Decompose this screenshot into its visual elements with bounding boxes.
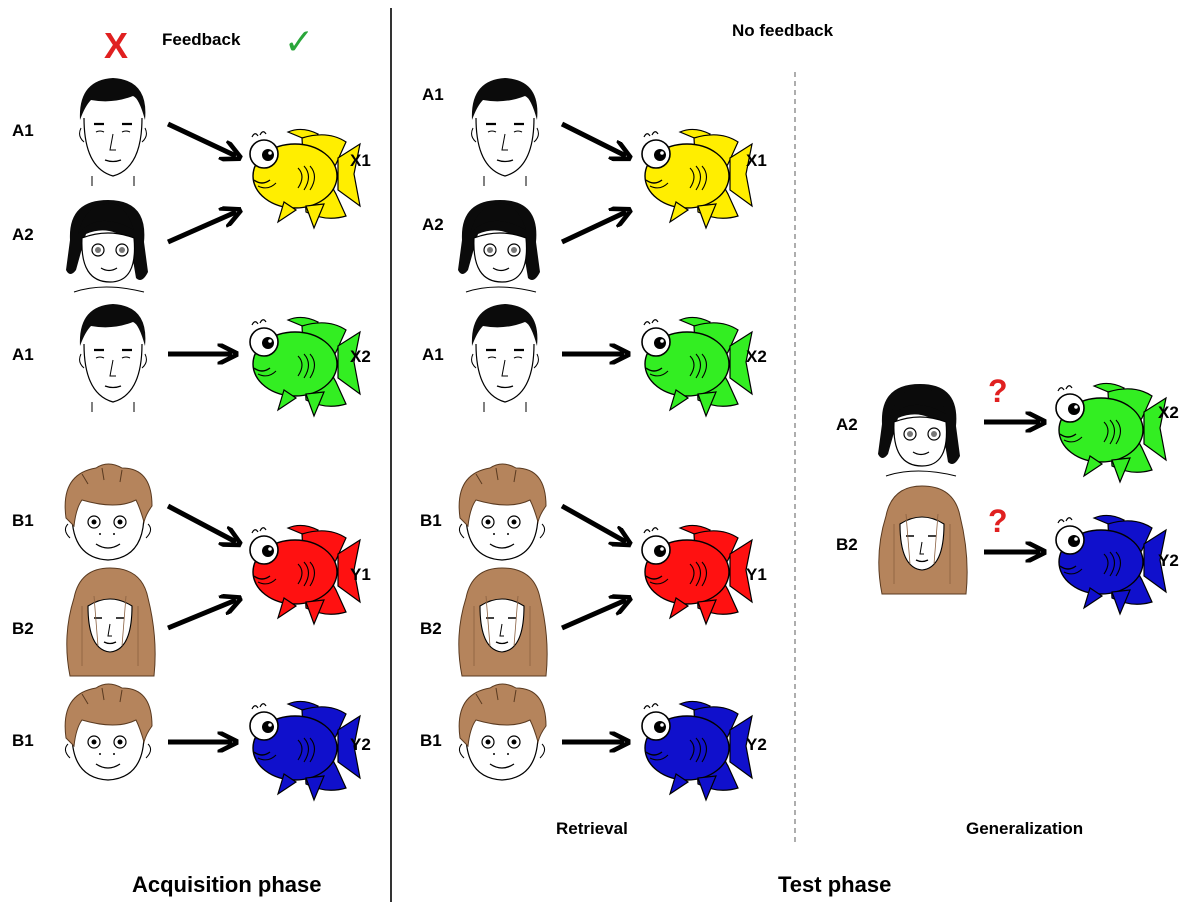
fish-label: X2 (350, 347, 371, 366)
association-arrow (560, 600, 626, 631)
fish-label: X1 (746, 151, 767, 170)
blue-fish-icon (249, 700, 361, 801)
face-label: A1 (12, 345, 34, 364)
man-face-icon (470, 76, 540, 188)
face-label: A2 (422, 215, 444, 234)
acq-row-a2: A2 (12, 199, 236, 293)
ret-row-a2: A2 (422, 199, 626, 293)
association-arrow (166, 121, 236, 156)
acq-row-b1-y2: B1 Y2 (12, 683, 371, 801)
green-fish-icon (641, 316, 753, 417)
man-face-icon (470, 302, 540, 414)
boy-face-icon (458, 463, 547, 561)
fish-label: X2 (746, 347, 767, 366)
blue-fish-icon (641, 700, 753, 801)
acquisition-phase-title: Acquisition phase (132, 872, 321, 897)
blue-fish-icon (1055, 514, 1167, 615)
ret-row-b1-y2: B1 Y2 (420, 683, 767, 801)
fish-label: Y2 (350, 735, 371, 754)
boy-face-icon (64, 683, 153, 781)
woman-face-icon (66, 567, 156, 677)
fish-label: X2 (1158, 403, 1179, 422)
acq-row-b2: B2 (12, 567, 236, 677)
red-fish-icon (249, 524, 361, 625)
fish-label: Y1 (746, 565, 767, 584)
boy-face-icon (458, 683, 547, 781)
check-mark-icon: ✓ (284, 22, 314, 63)
association-arrow (167, 600, 236, 631)
retrieval-panel: A1 X1 A2 A1 X2 B1 Y1 B2 (420, 76, 767, 838)
fish-label: Y2 (746, 735, 767, 754)
generalization-label: Generalization (966, 819, 1083, 838)
question-mark-icon: ? (988, 373, 1008, 409)
feedback-label: Feedback (162, 30, 241, 49)
ret-row-a1-x1: A1 X1 (422, 76, 767, 229)
no-feedback-label: No feedback (732, 21, 834, 40)
gen-row-b2-y2: B2 ? Y2 (836, 485, 1179, 615)
ret-row-b2: B2 (420, 567, 626, 677)
ret-row-a1-x2: A1 X2 (422, 302, 767, 417)
fish-label: Y1 (350, 565, 371, 584)
face-label: B1 (12, 731, 34, 750)
face-label: A1 (422, 345, 444, 364)
question-mark-icon: ? (988, 503, 1008, 539)
gen-row-a2-x2: A2 ? X2 (836, 373, 1179, 483)
association-arrow (166, 212, 236, 245)
test-phase-title: Test phase (778, 872, 891, 897)
green-fish-icon (249, 316, 361, 417)
red-fish-icon (641, 524, 753, 625)
girl-face-icon (457, 199, 541, 293)
ret-row-b1-y1: B1 Y1 (420, 463, 767, 625)
woman-face-icon (877, 485, 968, 595)
acq-row-b1-y1: B1 Y1 (12, 463, 371, 625)
yellow-fish-icon (249, 128, 361, 229)
face-label: A1 (422, 85, 444, 104)
face-label: B2 (836, 535, 858, 554)
face-label: B1 (420, 511, 442, 530)
wrong-mark-icon: X (104, 25, 128, 66)
woman-face-icon (457, 567, 548, 677)
retrieval-label: Retrieval (556, 819, 628, 838)
association-arrow (560, 212, 626, 245)
man-face-icon (78, 76, 148, 188)
girl-face-icon (877, 383, 961, 477)
face-label: B1 (420, 731, 442, 750)
association-arrow (166, 503, 236, 542)
face-label: B2 (12, 619, 34, 638)
face-label: A2 (836, 415, 858, 434)
yellow-fish-icon (641, 128, 753, 229)
green-fish-icon (1055, 382, 1167, 483)
face-label: B1 (12, 511, 34, 530)
fish-label: X1 (350, 151, 371, 170)
association-arrow (560, 121, 626, 156)
acq-row-a1-x1: A1 X1 (12, 76, 371, 229)
face-label: A2 (12, 225, 34, 244)
generalization-panel: A2 ? X2 B2 ? Y2 Generalization (836, 373, 1179, 838)
acquisition-panel: A1 X1 A2 A1 X2 B1 Y1 B2 (12, 76, 371, 801)
acq-row-a1-x2: A1 X2 (12, 302, 371, 417)
boy-face-icon (64, 463, 153, 561)
face-label: B2 (420, 619, 442, 638)
fish-label: Y2 (1158, 551, 1179, 570)
face-label: A1 (12, 121, 34, 140)
girl-face-icon (65, 199, 149, 293)
association-arrow (560, 503, 626, 542)
man-face-icon (78, 302, 148, 414)
